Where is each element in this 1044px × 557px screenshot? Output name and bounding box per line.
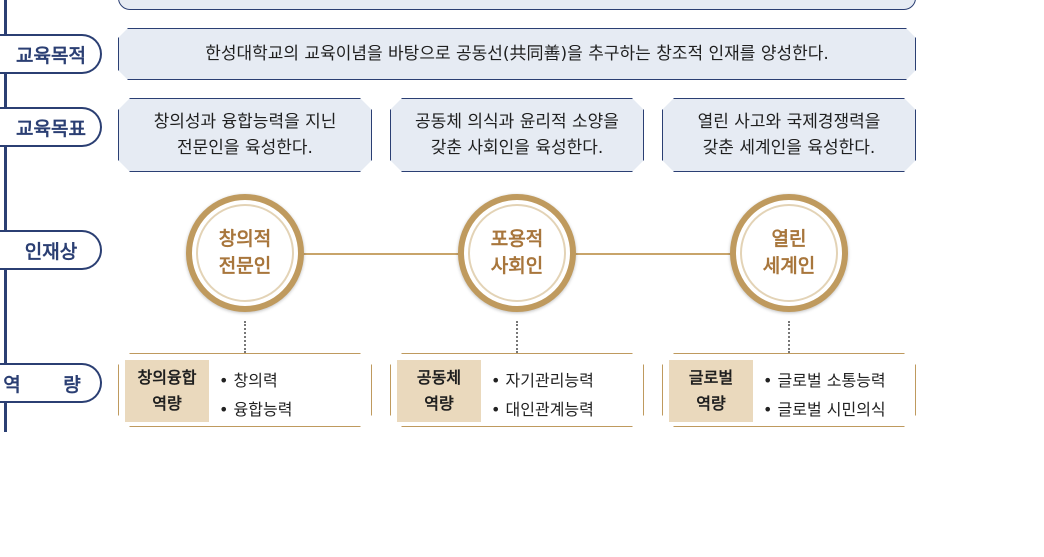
competency-list: 자기관리능력 대인관계능력: [491, 366, 594, 424]
talent-label: 열린 세계인: [762, 228, 816, 277]
competency-box-global: 글로벌 역량 글로벌 소통능력 글로벌 시민의식: [662, 353, 916, 427]
competency-item: 글로벌 시민의식: [763, 395, 886, 424]
goal-box-community: 공동체 의식과 윤리적 소양을 갖춘 사회인을 육성한다.: [390, 98, 644, 172]
competency-item: 융합능력: [219, 395, 292, 424]
dotted-connector: [244, 321, 246, 353]
competency-tag: 공동체 역량: [397, 360, 481, 422]
competency-item: 창의력: [219, 366, 292, 395]
talent-circle-inner: 포용적 사회인: [468, 204, 566, 302]
goal-text: 열린 사고와 국제경쟁력을 갖춘 세계인을 육성한다.: [697, 112, 881, 158]
talent-label: 창의적 전문인: [218, 228, 272, 277]
talent-circle-inner: 창의적 전문인: [196, 204, 294, 302]
dotted-connector: [788, 321, 790, 353]
talent-circle-inclusive: 포용적 사회인: [458, 194, 576, 312]
previous-row-box: [118, 0, 916, 10]
competency-item: 자기관리능력: [491, 366, 594, 395]
competency-list: 글로벌 소통능력 글로벌 시민의식: [763, 366, 886, 424]
competency-tag: 글로벌 역량: [669, 360, 753, 422]
goal-box-creative: 창의성과 융합능력을 지닌 전문인을 육성한다.: [118, 98, 372, 172]
purpose-box: 한성대학교의 교육이념을 바탕으로 공동선(共同善)을 추구하는 창조적 인재를…: [118, 28, 916, 80]
talent-circle-global: 열린 세계인: [730, 194, 848, 312]
dotted-connector: [516, 321, 518, 353]
competency-box-community: 공동체 역량 자기관리능력 대인관계능력: [390, 353, 644, 427]
talent-circle-inner: 열린 세계인: [740, 204, 838, 302]
row-label-purpose: 교육목적: [0, 34, 102, 74]
competency-item: 글로벌 소통능력: [763, 366, 886, 395]
left-rail: [4, 0, 7, 432]
row-label-competency: 역 량: [0, 363, 102, 403]
goal-text: 공동체 의식과 윤리적 소양을 갖춘 사회인을 육성한다.: [415, 112, 619, 158]
competency-item: 대인관계능력: [491, 395, 594, 424]
talent-label: 포용적 사회인: [490, 228, 544, 277]
talent-circle-creative: 창의적 전문인: [186, 194, 304, 312]
goal-box-global: 열린 사고와 국제경쟁력을 갖춘 세계인을 육성한다.: [662, 98, 916, 172]
competency-list: 창의력 융합능력: [219, 366, 292, 424]
purpose-text: 한성대학교의 교육이념을 바탕으로 공동선(共同善)을 추구하는 창조적 인재를…: [205, 44, 829, 64]
row-label-goals: 교육목표: [0, 107, 102, 147]
goal-text: 창의성과 융합능력을 지닌 전문인을 육성한다.: [153, 112, 337, 158]
competency-box-creative: 창의융합 역량 창의력 융합능력: [118, 353, 372, 427]
row-label-talent: 인재상: [0, 230, 102, 270]
competency-tag: 창의융합 역량: [125, 360, 209, 422]
